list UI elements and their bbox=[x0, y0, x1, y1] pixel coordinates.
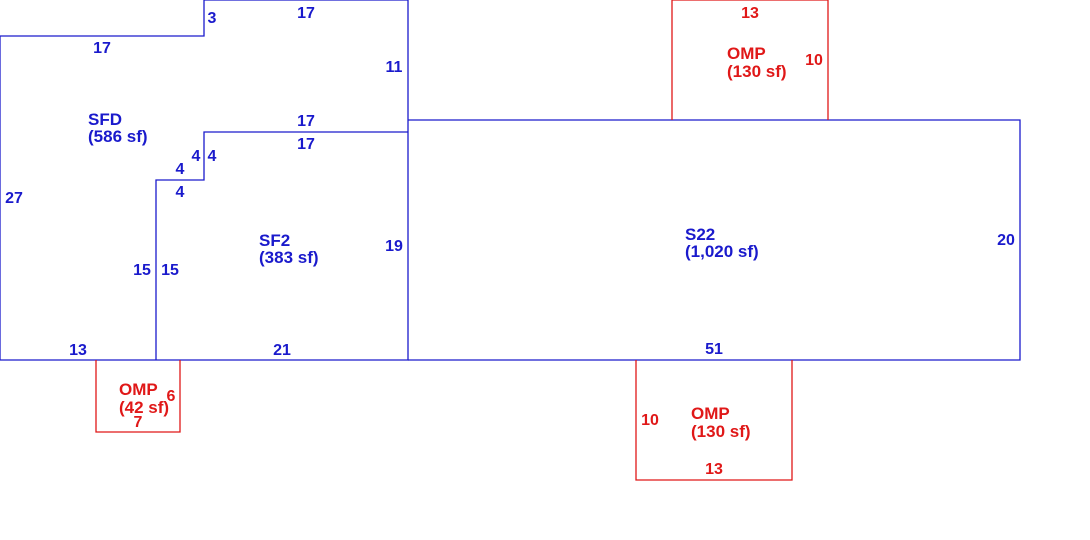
s22-outline bbox=[408, 119, 1021, 361]
porch-outlines bbox=[95, 0, 829, 481]
main-outlines bbox=[0, 0, 1021, 361]
s22-code: S22 bbox=[685, 225, 715, 244]
dim-sfd-inner-top: 17 bbox=[297, 113, 315, 130]
omp-small-code: OMP bbox=[119, 380, 158, 399]
dim-sfd-step-a: 4 bbox=[176, 161, 185, 178]
dim-omp-top-right: 10 bbox=[805, 52, 823, 69]
dim-sf2-right: 19 bbox=[385, 238, 403, 255]
dim-sf2-top: 17 bbox=[297, 136, 315, 153]
sf2-outline bbox=[155, 131, 408, 360]
omp-small-outline bbox=[95, 360, 181, 433]
area-labels: SFD (586 sf) SF2 (383 sf) S22 (1,020 sf)… bbox=[88, 44, 787, 441]
dim-sfd-top: 17 bbox=[297, 5, 315, 22]
dim-omp-top-top: 13 bbox=[741, 5, 759, 22]
dim-omp-bottom-bottom: 13 bbox=[705, 461, 723, 478]
dim-sfd-top-left: 17 bbox=[93, 40, 111, 57]
dim-s22-bottom: 51 bbox=[705, 341, 723, 358]
dim-omp-bottom-left: 10 bbox=[641, 412, 659, 429]
dim-sfd-inner: 15 bbox=[133, 262, 151, 279]
omp-small-area: (42 sf) bbox=[119, 398, 169, 417]
omp-top-outline bbox=[671, 0, 829, 120]
omp-bottom-code: OMP bbox=[691, 404, 730, 423]
s22-area: (1,020 sf) bbox=[685, 242, 759, 261]
dim-sf2-step-a: 4 bbox=[208, 148, 217, 165]
dim-sf2-bottom: 21 bbox=[273, 342, 291, 359]
omp-top-area: (130 sf) bbox=[727, 62, 787, 81]
dim-omp-small-right: 6 bbox=[167, 388, 176, 405]
dim-s22-right: 20 bbox=[997, 232, 1015, 249]
sfd-area: (586 sf) bbox=[88, 127, 148, 146]
dim-omp-small-bottom: 7 bbox=[134, 414, 143, 431]
sf2-code: SF2 bbox=[259, 231, 290, 250]
dim-sfd-left: 27 bbox=[5, 190, 23, 207]
omp-bottom-outline bbox=[635, 360, 793, 481]
sfd-code: SFD bbox=[88, 110, 122, 129]
dim-sfd-notch: 3 bbox=[208, 10, 217, 27]
dim-sf2-step-b: 4 bbox=[176, 184, 185, 201]
omp-bottom-area: (130 sf) bbox=[691, 422, 751, 441]
dim-sfd-right: 11 bbox=[386, 59, 403, 76]
sf2-area: (383 sf) bbox=[259, 248, 319, 267]
dim-sf2-left: 15 bbox=[161, 262, 179, 279]
dimension-labels: 17 3 17 11 27 13 4 4 15 17 17 4 4 15 19 … bbox=[5, 5, 1015, 478]
dim-sfd-step-b: 4 bbox=[192, 148, 201, 165]
dim-sfd-bottom: 13 bbox=[69, 342, 87, 359]
omp-top-code: OMP bbox=[727, 44, 766, 63]
